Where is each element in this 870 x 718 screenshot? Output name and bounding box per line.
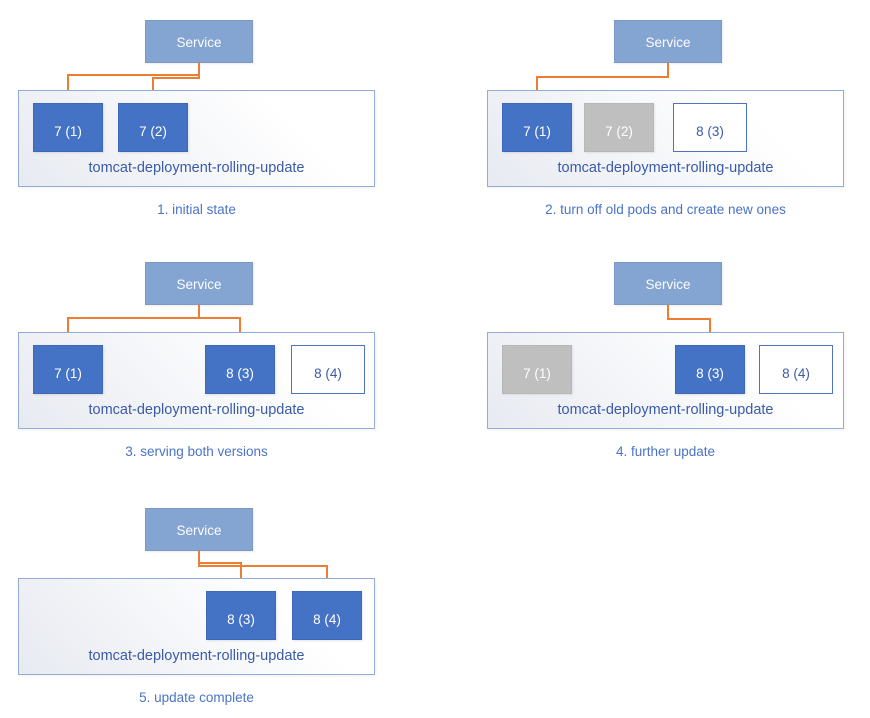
- pod-box: 8 (4): [759, 345, 833, 394]
- deployment-label: tomcat-deployment-rolling-update: [557, 402, 774, 418]
- pod-box: 7 (2): [118, 103, 188, 152]
- deployment-label: tomcat-deployment-rolling-update: [88, 648, 305, 664]
- pod-box: 8 (4): [291, 345, 365, 394]
- pod-box: 7 (1): [33, 345, 103, 394]
- panel-caption: 2. turn off old pods and create new ones: [545, 202, 786, 217]
- pod-box: 7 (1): [502, 103, 572, 152]
- pod-box: 8 (3): [675, 345, 745, 394]
- service-box: Service: [614, 20, 722, 63]
- service-box: Service: [145, 508, 253, 551]
- pod-box: 7 (1): [33, 103, 103, 152]
- panel-caption: 4. further update: [615, 444, 716, 459]
- pod-box: 7 (1): [502, 345, 572, 394]
- pod-box: 8 (4): [292, 591, 362, 640]
- service-label: Service: [176, 523, 222, 538]
- service-label: Service: [645, 35, 691, 50]
- deployment-label: tomcat-deployment-rolling-update: [557, 160, 774, 176]
- pod-box: 8 (3): [673, 103, 747, 152]
- panel-further-update: Service 7 (1) 8 (3) 8 (4) tomcat-deploym…: [487, 262, 867, 472]
- panel-update-complete: Service 8 (3) 8 (4) tomcat-deployment-ro…: [18, 508, 398, 718]
- pod-box: 7 (2): [584, 103, 654, 152]
- panel-turn-off-old-pods: Service 7 (1) 7 (2) 8 (3) tomcat-deploym…: [487, 20, 867, 230]
- service-label: Service: [176, 277, 222, 292]
- pod-box: 8 (3): [206, 591, 276, 640]
- panel-caption: 5. update complete: [139, 690, 254, 705]
- deployment-label: tomcat-deployment-rolling-update: [88, 160, 305, 176]
- service-box: Service: [614, 262, 722, 305]
- service-box: Service: [145, 262, 253, 305]
- deployment-label: tomcat-deployment-rolling-update: [88, 402, 305, 418]
- panel-serving-both-versions: Service 7 (1) 8 (3) 8 (4) tomcat-deploym…: [18, 262, 398, 472]
- panel-caption: 3. serving both versions: [125, 444, 268, 459]
- service-label: Service: [176, 35, 222, 50]
- service-label: Service: [645, 277, 691, 292]
- panel-caption: 1. initial state: [157, 202, 236, 217]
- panel-initial-state: Service 7 (1) 7 (2) tomcat-deployment-ro…: [18, 20, 398, 230]
- pod-box: 8 (3): [205, 345, 275, 394]
- service-box: Service: [145, 20, 253, 63]
